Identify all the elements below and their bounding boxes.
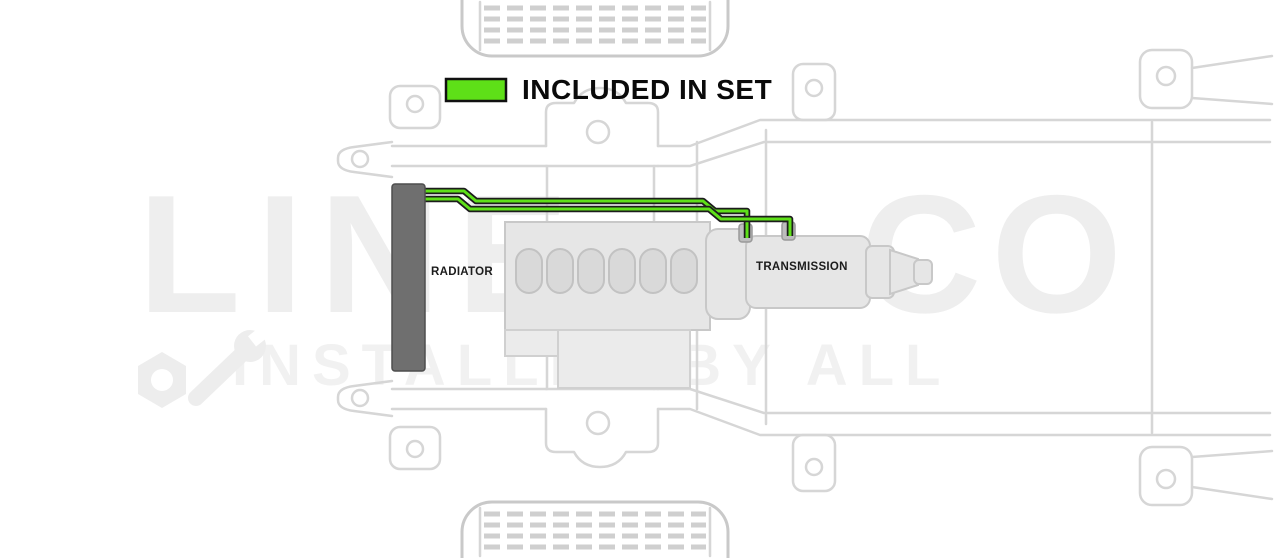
legend-swatch-rect xyxy=(444,77,508,103)
transmission-label: TRANSMISSION xyxy=(756,261,848,273)
legend-label: INCLUDED IN SET xyxy=(522,74,773,105)
suspension-brackets xyxy=(388,48,1194,507)
cooler-line-lower xyxy=(420,197,792,236)
tire-bottom xyxy=(460,500,730,558)
frame-rails xyxy=(336,54,1274,501)
engine xyxy=(504,221,711,389)
legend: INCLUDED IN SET xyxy=(444,74,772,106)
radiator-label: RADIATOR xyxy=(431,266,494,278)
cooler-lines xyxy=(420,187,794,238)
radiator xyxy=(391,183,426,372)
wrench-icon xyxy=(138,326,269,408)
cooler-line-upper xyxy=(420,189,749,238)
tire-top xyxy=(460,0,730,58)
legend-swatch xyxy=(444,77,508,103)
transmission xyxy=(705,221,933,320)
watermark-text-left: LINE xyxy=(138,160,585,348)
